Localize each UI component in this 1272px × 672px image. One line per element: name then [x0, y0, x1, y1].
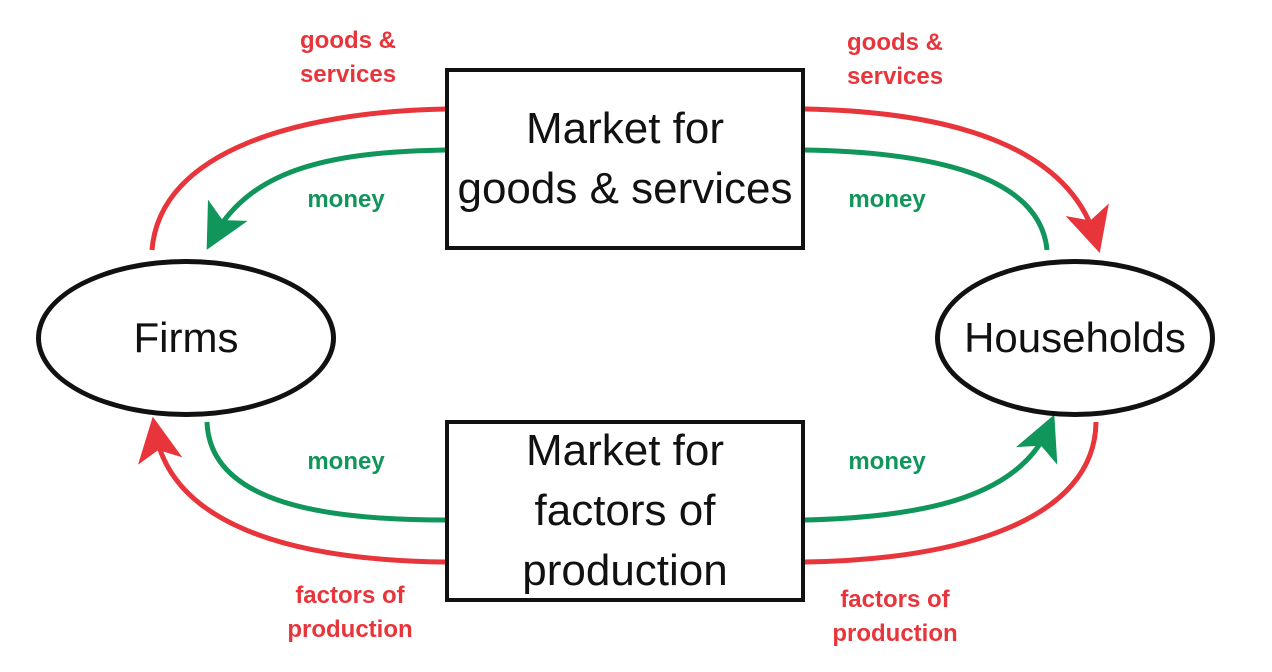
factors-label-right-line-1: factors of	[840, 586, 950, 613]
money-flow-top-right	[804, 147, 1050, 251]
factors-market-line-1: Market for	[525, 426, 725, 475]
firms-label: Firms	[133, 314, 239, 361]
goods-label-right-line-2: services	[846, 63, 944, 90]
goods-label-right-line-1: goods &	[847, 29, 943, 56]
money-label-bottom-right: money	[848, 448, 926, 475]
factors-label-left-line-2: production	[287, 616, 413, 643]
goods-label-left: goods & services	[268, 24, 428, 92]
goods-flow-top-left	[149, 106, 446, 251]
factors-flow-bottom-left	[138, 416, 446, 565]
goods-flow-top-right	[804, 106, 1109, 253]
goods-label-left-line-1: goods &	[300, 27, 396, 54]
factors-label-right: factors of production	[803, 583, 987, 651]
goods-label-right: goods & services	[815, 26, 975, 94]
factors-flow-bottom-right	[804, 421, 1099, 565]
goods-label-left-line-2: services	[299, 61, 397, 88]
factors-market-line-3: production	[522, 546, 728, 595]
money-label-top-right: money	[848, 186, 926, 213]
goods-market-box: Market for goods & services	[445, 68, 805, 250]
goods-market-line-1: Market for	[525, 104, 725, 153]
firms-node: Firms	[36, 259, 336, 417]
factors-label-left-line-1: factors of	[295, 582, 405, 609]
goods-market-line-2: goods & services	[457, 164, 793, 213]
factors-market-line-2: factors of	[534, 486, 716, 535]
money-label-bottom-left: money	[307, 448, 385, 475]
money-flow-bottom-right	[804, 414, 1058, 523]
households-node: Households	[935, 259, 1215, 417]
factors-label-right-line-2: production	[832, 620, 958, 647]
factors-market-box: Market for factors of production	[445, 420, 805, 602]
money-flow-top-left	[206, 147, 446, 250]
money-label-top-left: money	[307, 186, 385, 213]
factors-label-left: factors of production	[258, 579, 442, 647]
households-label: Households	[964, 314, 1186, 361]
money-flow-bottom-left	[204, 421, 446, 523]
